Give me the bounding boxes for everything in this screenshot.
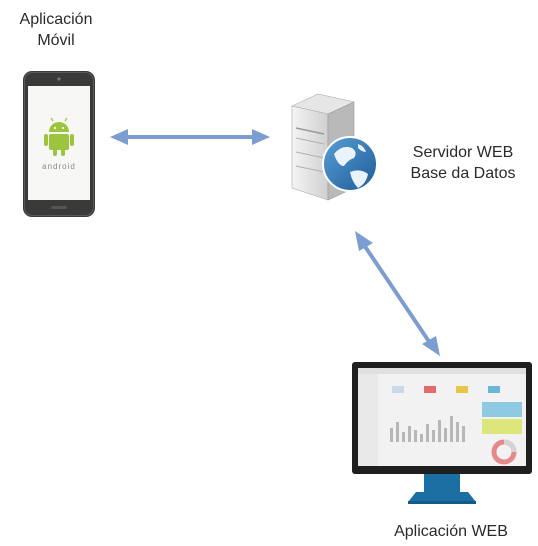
mobile-app-label-line2: Móvil	[37, 32, 75, 49]
server-label-line1: Servidor WEB	[412, 144, 514, 161]
mobile-app-label: Aplicación Móvil	[4, 9, 108, 51]
server-label-line2: Base da Datos	[410, 165, 516, 182]
monitor-dashboard-icon	[352, 362, 532, 504]
phone-brand-text: android	[42, 162, 76, 171]
arrow-head-right	[252, 129, 270, 145]
android-phone-icon: android	[23, 71, 95, 217]
arrow-head-left	[110, 129, 128, 145]
arrow-head-up	[355, 231, 373, 251]
server-label: Servidor WEB Base da Datos	[398, 142, 528, 184]
arrow-head-down	[422, 336, 440, 356]
server-web-arrow	[360, 240, 434, 348]
mobile-app-label-line1: Aplicación	[19, 11, 93, 28]
android-robot-icon	[44, 117, 74, 156]
web-app-label: Aplicación WEB	[394, 523, 508, 540]
server-globe-icon	[291, 93, 378, 201]
